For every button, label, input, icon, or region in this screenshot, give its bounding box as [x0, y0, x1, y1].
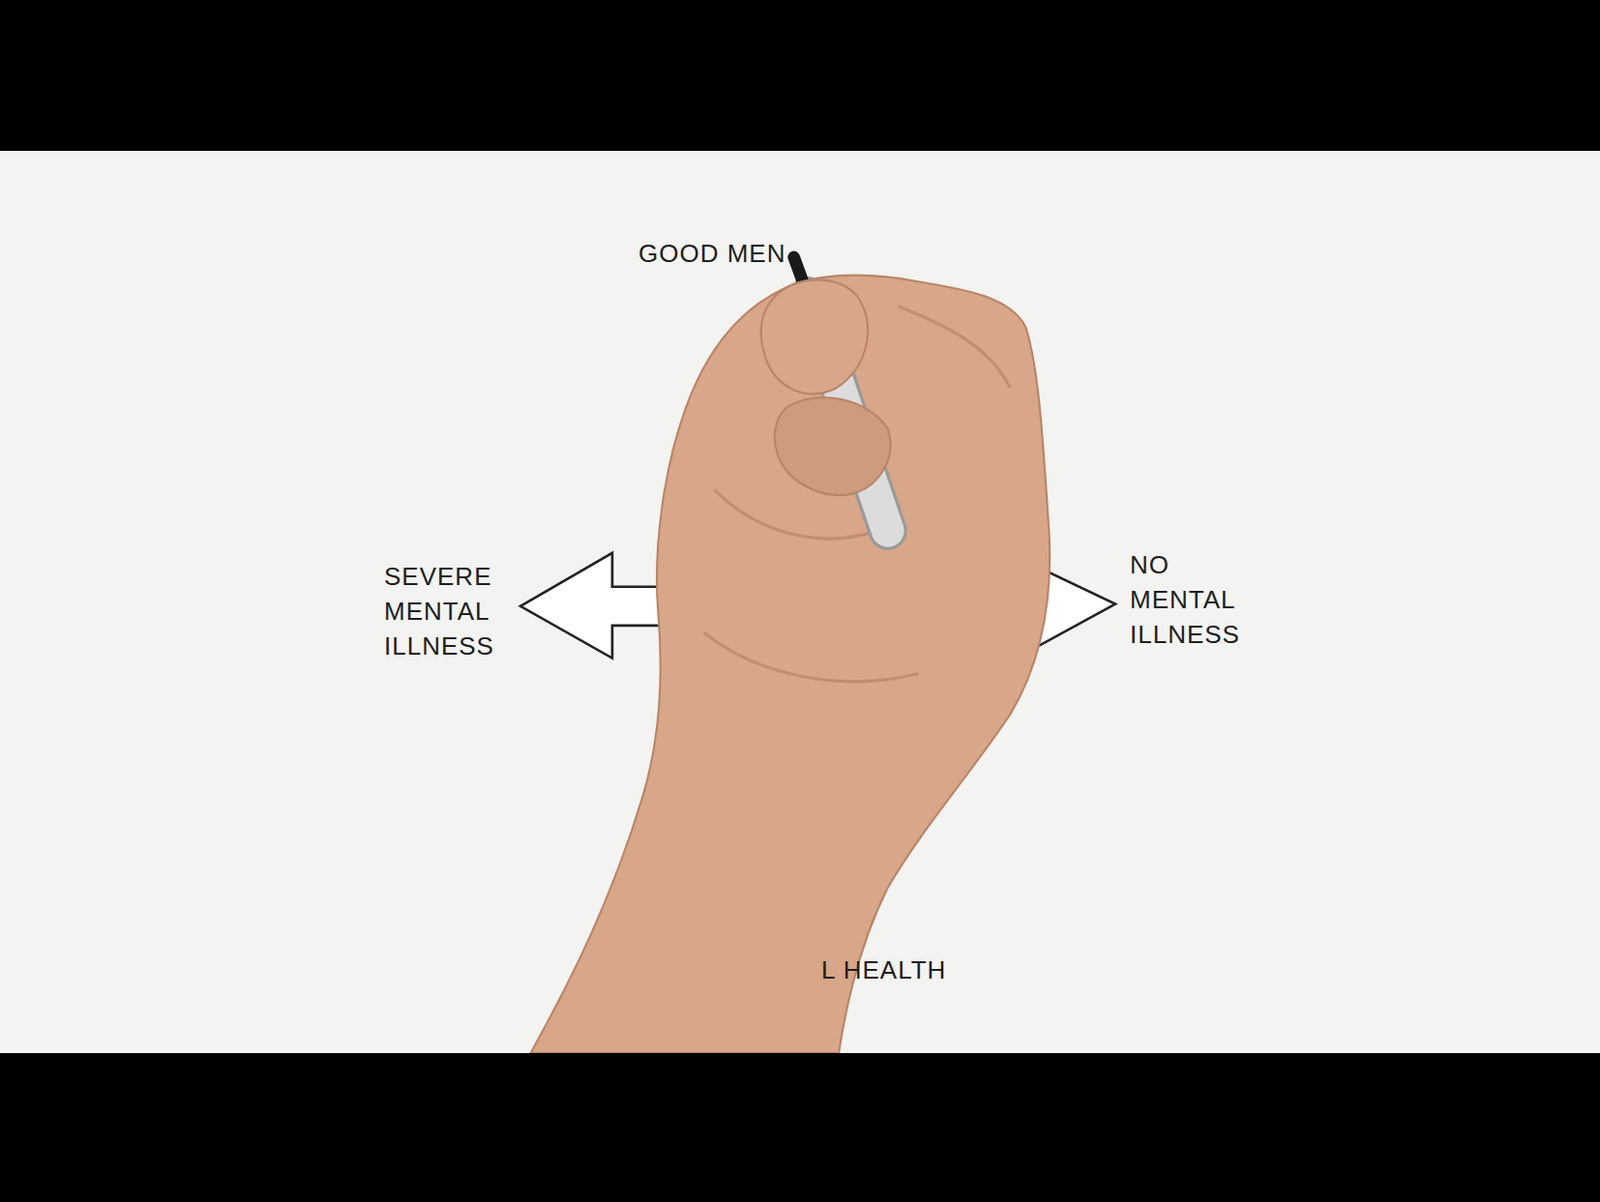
heading-text: GOOD MEN: [638, 236, 786, 271]
axis-label: NO MENTAL ILLNESS: [1129, 547, 1251, 652]
hand-fingers: [774, 397, 891, 496]
axis-label: L HEALTH: [821, 952, 947, 988]
letterbox-bar: [0, 1053, 1600, 1202]
drawing-hand: [531, 275, 1051, 1054]
hand-fingers: [761, 279, 868, 394]
axis-label: SEVERE MENTAL ILLNESS: [384, 559, 505, 664]
letterbox-bar: [0, 0, 1600, 151]
